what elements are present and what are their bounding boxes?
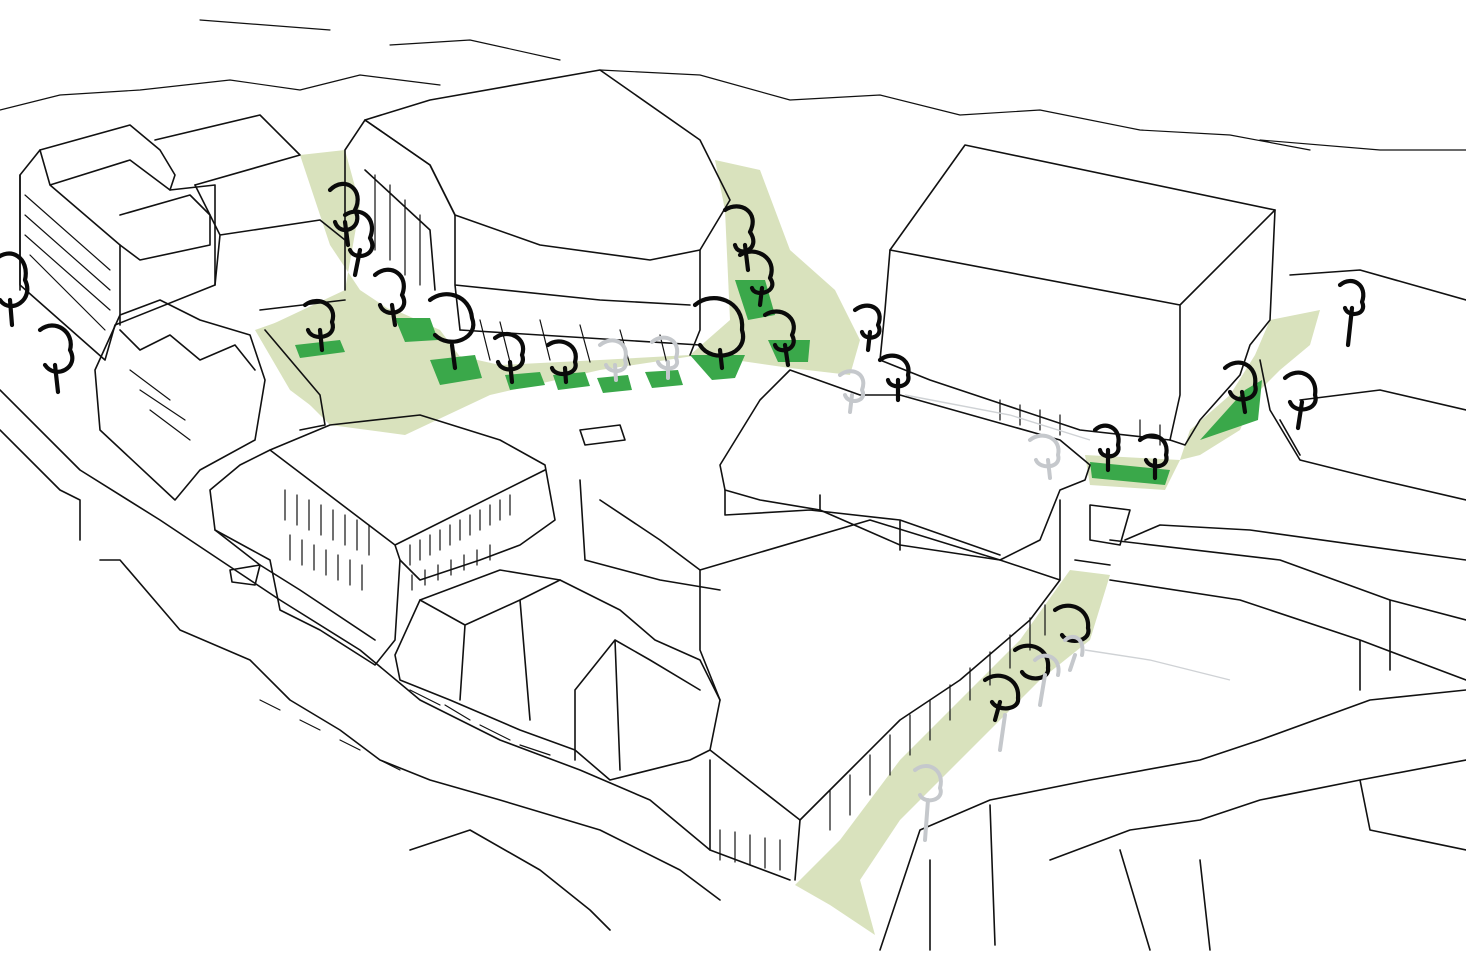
central-residential-block	[209, 414, 556, 666]
tree-icon	[1052, 603, 1091, 643]
east-large-block	[879, 144, 1276, 446]
public-realm-areas	[255, 150, 1320, 935]
tree-icon	[1282, 370, 1318, 431]
tree-icon	[0, 251, 30, 328]
tree-icon	[342, 209, 375, 278]
tree-icon	[492, 331, 526, 385]
proposed-tree-icon	[598, 338, 628, 382]
planting-bed-6	[597, 375, 632, 393]
planting-bed-4	[505, 372, 545, 390]
proposed-tree-icon	[650, 335, 680, 380]
tree-icon	[737, 249, 775, 308]
planting-bed-2	[395, 318, 438, 342]
proposed-tree-icon	[1063, 634, 1085, 672]
background-skyline	[0, 19, 1466, 151]
tree-icon	[1222, 360, 1258, 415]
route-line-east	[904, 394, 1091, 441]
planting-bed-5	[553, 372, 590, 390]
tree-icon	[692, 296, 746, 371]
planting-bed-8	[690, 355, 745, 380]
south-west-frontage	[394, 569, 721, 781]
planting-bed-3	[430, 355, 482, 385]
green-space-east-lane	[1180, 310, 1320, 460]
pedestrian-routes	[904, 394, 1231, 681]
south-west-street	[0, 389, 721, 931]
south-east-foreground	[879, 689, 1466, 951]
green-space-south-street	[795, 570, 1110, 935]
proposed-tree-icon	[998, 713, 1007, 752]
far-east-buildings	[1074, 269, 1466, 691]
route-line-south	[1084, 649, 1231, 681]
plaza-west-buildings	[94, 299, 346, 501]
tree-icon	[302, 298, 336, 353]
proposed-tree-icon	[1033, 653, 1061, 707]
tree-icon	[762, 309, 796, 368]
tree-icon	[1092, 423, 1121, 473]
tree-icon	[722, 204, 756, 273]
tree-icon	[852, 303, 882, 353]
tree-icon	[877, 353, 911, 403]
proposed-tree-icon	[913, 764, 943, 842]
planting-bed-12	[1200, 380, 1262, 440]
tree-icon	[427, 292, 476, 371]
proposed-tree-icon	[1028, 433, 1061, 480]
north-central-block	[344, 69, 731, 369]
tree-icon	[545, 339, 578, 385]
south-east-retail-block	[579, 369, 1091, 881]
tree-icon	[1012, 643, 1051, 681]
proposed-tree-icon	[838, 369, 866, 414]
planting-bed-7	[645, 370, 683, 388]
tree-icon	[982, 673, 1021, 723]
proposed-trees	[598, 335, 1085, 842]
tree-icon	[1137, 433, 1169, 481]
building-outlines	[0, 19, 1466, 951]
tree-icon	[1337, 278, 1366, 348]
planting-beds	[295, 280, 1262, 485]
facade-windows	[284, 489, 511, 591]
tree-icon	[372, 267, 407, 328]
tree-icon	[37, 323, 75, 395]
west-office-block	[19, 114, 346, 361]
planting-bed-9	[735, 280, 775, 320]
existing-trees	[0, 181, 1366, 723]
